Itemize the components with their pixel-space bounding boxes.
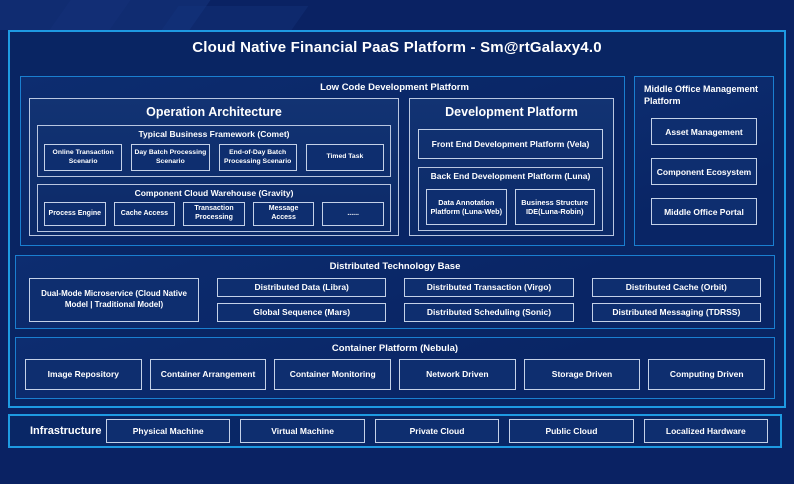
distributed-item: Distributed Data (Libra): [217, 278, 387, 297]
distributed-technology-grid: Distributed Data (Libra) Distributed Tra…: [217, 278, 761, 322]
decor-stripe: [161, 6, 309, 30]
infrastructure-item: Private Cloud: [374, 419, 500, 443]
scenario-box: Day Batch Processing Scenario: [131, 144, 210, 171]
scenario-box: Online Transaction Scenario: [44, 144, 123, 171]
low-code-platform-section: Low Code Development Platform Operation …: [20, 76, 625, 246]
component-cloud-warehouse-items: Process Engine Cache Access Transaction …: [44, 202, 384, 226]
middle-office-item: Asset Management: [651, 118, 757, 146]
middle-office-items: Asset Management Component Ecosystem Mid…: [635, 118, 773, 226]
infrastructure-section: Infrastructure Physical Machine Virtual …: [8, 414, 782, 448]
infrastructure-item: Virtual Machine: [240, 419, 365, 443]
infrastructure-item: Physical Machine: [106, 419, 231, 443]
back-end-tool-box: Business Structure IDE(Luna-Robin): [514, 189, 595, 225]
container-platform-section: Container Platform (Nebula) Image Reposi…: [15, 337, 775, 399]
back-end-platform-box: Back End Development Platform (Luna) Dat…: [418, 167, 603, 231]
distributed-item: Distributed Cache (Orbit): [591, 278, 761, 297]
page-title: Cloud Native Financial PaaS Platform - S…: [192, 39, 602, 56]
main-panel: Cloud Native Financial PaaS Platform - S…: [8, 30, 786, 408]
component-box: Transaction Processing: [183, 202, 245, 226]
back-end-tool-box: Data Annotation Platform (Luna-Web): [426, 189, 507, 225]
component-box: Cache Access: [113, 202, 176, 226]
distributed-technology-body: Dual-Mode Microservice (Cloud Native Mod…: [29, 278, 761, 322]
scenario-box: Timed Task: [305, 144, 384, 171]
container-item: Computing Driven: [648, 359, 766, 390]
scenario-box: End-of-Day Batch Processing Scenario: [218, 144, 297, 171]
low-code-platform-label: Low Code Development Platform: [320, 82, 469, 93]
middle-office-section: Middle Office Management Platform Asset …: [634, 76, 774, 246]
dual-mode-microservice-box: Dual-Mode Microservice (Cloud Native Mod…: [29, 278, 199, 322]
infrastructure-item: Public Cloud: [509, 419, 634, 443]
operation-architecture-title: Operation Architecture: [146, 105, 282, 119]
component-box: Message Access: [252, 202, 315, 226]
middle-office-item: Component Ecosystem: [651, 158, 757, 186]
development-platform-title: Development Platform: [445, 105, 578, 119]
typical-business-framework-title: Typical Business Framework (Comet): [138, 129, 290, 139]
typical-business-framework-box: Typical Business Framework (Comet) Onlin…: [37, 125, 391, 177]
container-item: Container Arrangement: [149, 359, 267, 390]
distributed-item: Global Sequence (Mars): [217, 303, 387, 322]
distributed-item: Distributed Transaction (Virgo): [404, 278, 574, 297]
distributed-technology-title: Distributed Technology Base: [329, 261, 461, 272]
distributed-item: Distributed Messaging (TDRSS): [591, 303, 761, 322]
component-cloud-warehouse-title: Component Cloud Warehouse (Gravity): [134, 188, 294, 198]
back-end-platform-title: Back End Development Platform (Luna): [430, 171, 591, 181]
distributed-technology-section: Distributed Technology Base Dual-Mode Mi…: [15, 255, 775, 329]
middle-office-item: Middle Office Portal: [651, 198, 757, 226]
infrastructure-item: Localized Hardware: [643, 419, 769, 443]
component-cloud-warehouse-box: Component Cloud Warehouse (Gravity) Proc…: [37, 184, 391, 232]
container-platform-title: Container Platform (Nebula): [331, 343, 459, 354]
container-platform-items: Image Repository Container Arrangement C…: [25, 359, 766, 390]
typical-business-framework-items: Online Transaction Scenario Day Batch Pr…: [44, 144, 384, 171]
back-end-platform-items: Data Annotation Platform (Luna-Web) Busi…: [426, 189, 595, 225]
front-end-platform-box: Front End Development Platform (Vela): [418, 129, 603, 159]
container-item: Storage Driven: [523, 359, 641, 390]
component-box: Process Engine: [44, 202, 106, 226]
middle-office-title: Middle Office Management Platform: [644, 84, 759, 106]
distributed-item: Distributed Scheduling (Sonic): [404, 303, 574, 322]
container-item: Image Repository: [25, 359, 142, 390]
container-item: Network Driven: [399, 359, 516, 390]
infrastructure-label: Infrastructure: [30, 425, 102, 437]
component-box: ......: [322, 202, 384, 226]
development-platform-box: Development Platform Front End Developme…: [409, 98, 614, 236]
container-item: Container Monitoring: [274, 359, 392, 390]
operation-architecture-box: Operation Architecture Typical Business …: [29, 98, 399, 236]
